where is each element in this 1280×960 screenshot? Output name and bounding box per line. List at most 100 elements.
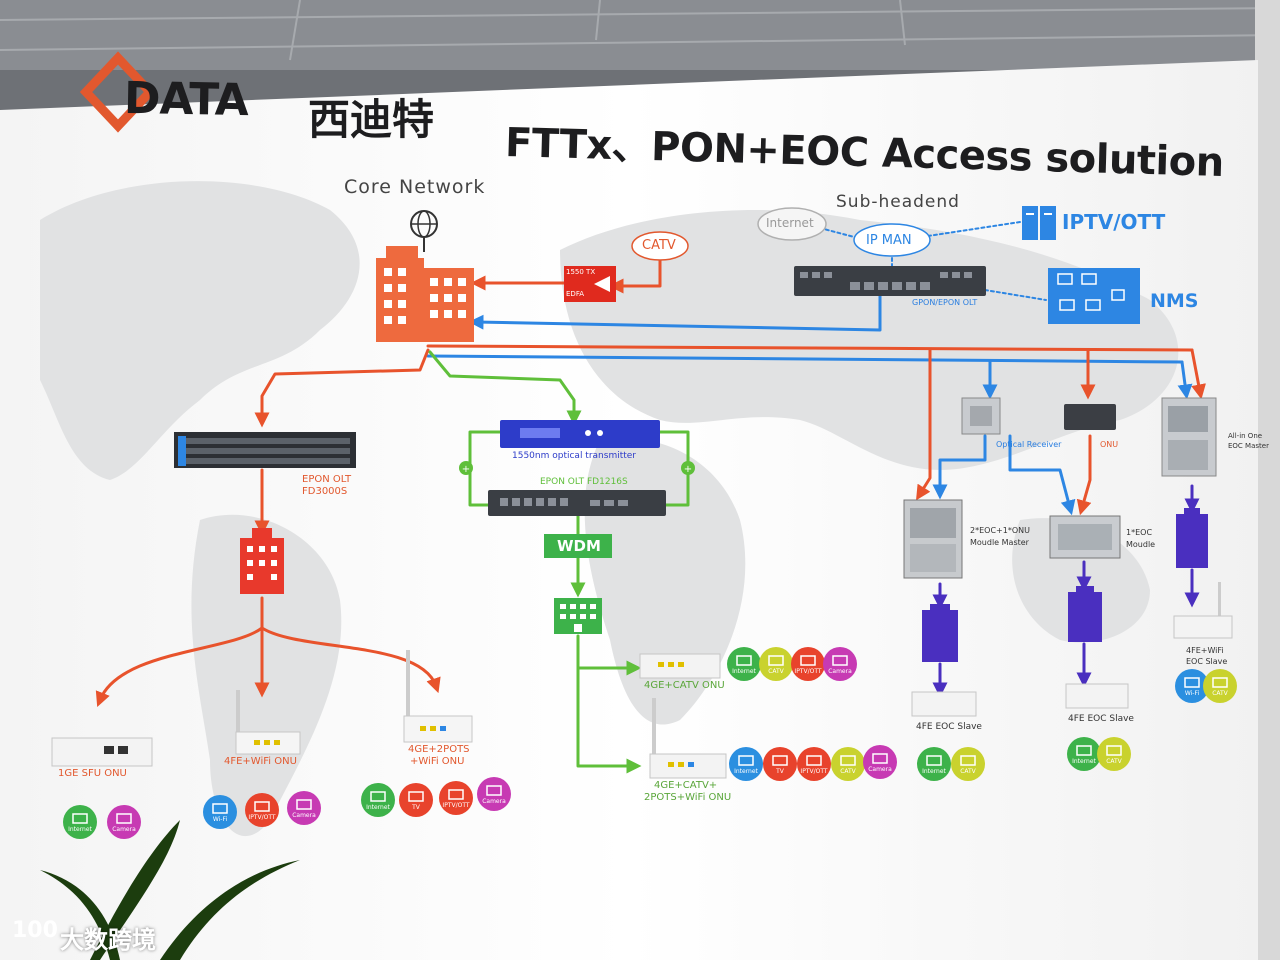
service-icon — [772, 755, 788, 766]
badge-circle — [763, 747, 797, 781]
catv-onu-label: 4GE+CATV ONU — [644, 680, 725, 691]
service-icon — [370, 791, 386, 802]
gpots-wifi-label-1: 4GE+2POTS — [408, 744, 470, 755]
service-badge: Internet — [727, 647, 761, 681]
catv-to-edfa-link — [608, 256, 662, 294]
service-icon — [768, 655, 784, 666]
wifi-onu-device — [235, 690, 301, 755]
brand-name-cn: 西迪特 — [308, 95, 435, 144]
edfa-label-2: EDFA — [566, 290, 584, 298]
badge-label: Camera — [292, 812, 316, 819]
nms-label: NMS — [1150, 290, 1199, 312]
service-badge: TV — [763, 747, 797, 781]
ipman-cloud-icon — [853, 223, 931, 257]
all-in-one-label-2: EOC Master — [1228, 442, 1269, 450]
service-badge: CATV — [1097, 737, 1131, 771]
optical-receiver-label: Optical Receiver — [996, 440, 1062, 449]
badge-circle — [1097, 737, 1131, 771]
badge-label: TV — [411, 804, 421, 811]
service-badge: Camera — [107, 805, 141, 839]
badge-label: CATV — [1212, 690, 1228, 697]
eoc2-label-1: 2*EOC+1*ONU — [970, 526, 1030, 535]
blue-trunk — [426, 354, 1184, 364]
edfa-label-1: 1550 TX — [566, 268, 596, 276]
badge-circle — [917, 747, 951, 781]
badge-label: IPTV/OTT — [248, 814, 275, 821]
ipman-iptv-link — [927, 221, 1021, 237]
iptv-ott-label: IPTV/OTT — [1062, 210, 1166, 234]
badge-label: TV — [775, 768, 785, 775]
core-to-fd3000s-link — [254, 348, 430, 428]
service-badge: CATV — [831, 747, 865, 781]
eoc-slave-device-a — [911, 691, 977, 717]
plant-decoration — [40, 820, 300, 960]
service-icon — [1106, 745, 1122, 756]
catv-pots-wifi-onu-device — [649, 698, 727, 779]
service-icon — [1184, 677, 1200, 688]
badge-circle — [399, 783, 433, 817]
wifi-eoc-slave-device — [1173, 582, 1233, 639]
gpots-wifi-label-2: +WiFi ONU — [410, 756, 465, 767]
badge-circle — [727, 647, 761, 681]
sfu-onu-label: 1GE SFU ONU — [58, 768, 127, 779]
badge-circle — [823, 647, 857, 681]
badge-circle — [729, 747, 763, 781]
badge-circle — [831, 747, 865, 781]
service-icon — [832, 655, 848, 666]
catv-cloud-icon — [631, 231, 689, 261]
optical-transmitter-label: 1550nm optical transmitter — [512, 451, 637, 461]
badge-label: Internet — [68, 826, 92, 833]
eoc1-module-device — [1049, 515, 1121, 559]
badge-circle — [287, 791, 321, 825]
badge-circle — [439, 781, 473, 815]
badge-label: CATV — [768, 668, 784, 675]
brand-logo-mark — [79, 51, 157, 133]
olt-to-core-link — [468, 294, 882, 332]
badge-circle — [791, 647, 825, 681]
watermark-text: 大数跨境 — [60, 926, 156, 954]
service-badge: IPTV/OTT — [797, 747, 831, 781]
service-icon — [872, 753, 888, 764]
eoc2-module-master-device — [903, 499, 963, 579]
optical-transmitter-device — [500, 420, 660, 448]
service-badge: IPTV/OTT — [791, 647, 825, 681]
service-icon — [1076, 745, 1092, 756]
building-green-icon — [554, 598, 602, 634]
service-icon — [116, 813, 132, 824]
service-icon — [448, 789, 464, 800]
sfu-onu-device — [51, 737, 153, 767]
badge-label: Internet — [734, 768, 758, 775]
badge-label: CATV — [840, 768, 856, 775]
brand-name: DATA — [123, 72, 249, 127]
building-purple-icon — [922, 508, 1208, 662]
fd3000s-label-2: FD3000S — [302, 486, 348, 497]
catv-pots-wifi-label-2: 2POTS+WiFi ONU — [644, 792, 732, 803]
service-badge: IPTV/OTT — [439, 781, 473, 815]
badge-circle — [477, 777, 511, 811]
service-badge: Wi-Fi — [203, 795, 237, 829]
svg-text:+: + — [684, 464, 692, 475]
service-icon — [254, 801, 270, 812]
badge-label: Internet — [366, 804, 390, 811]
internet-label: Internet — [766, 216, 814, 230]
service-badge: Camera — [863, 745, 897, 779]
fd1216s-label: EPON OLT FD1216S — [540, 477, 628, 487]
badge-circle — [797, 747, 831, 781]
badge-label: CATV — [960, 768, 976, 775]
badge-label: Wi-Fi — [1185, 690, 1200, 697]
service-badge: Wi-Fi — [1175, 669, 1209, 703]
service-icon — [736, 655, 752, 666]
red-trunk — [426, 344, 1194, 352]
eoc2-label-2: Moudle Master — [970, 538, 1029, 547]
badge-label: Internet — [1072, 758, 1096, 765]
gpon-olt-device — [794, 266, 986, 296]
service-badge: IPTV/OTT — [245, 793, 279, 827]
badge-circle — [107, 805, 141, 839]
catv-pots-wifi-label-1: 4GE+CATV+ — [654, 780, 718, 791]
all-in-one-eoc-master-device — [1161, 397, 1217, 477]
badge-circle — [863, 745, 897, 779]
badge-circle — [759, 647, 793, 681]
badge-label: IPTV/OTT — [800, 768, 827, 775]
service-badge: Internet — [917, 747, 951, 781]
